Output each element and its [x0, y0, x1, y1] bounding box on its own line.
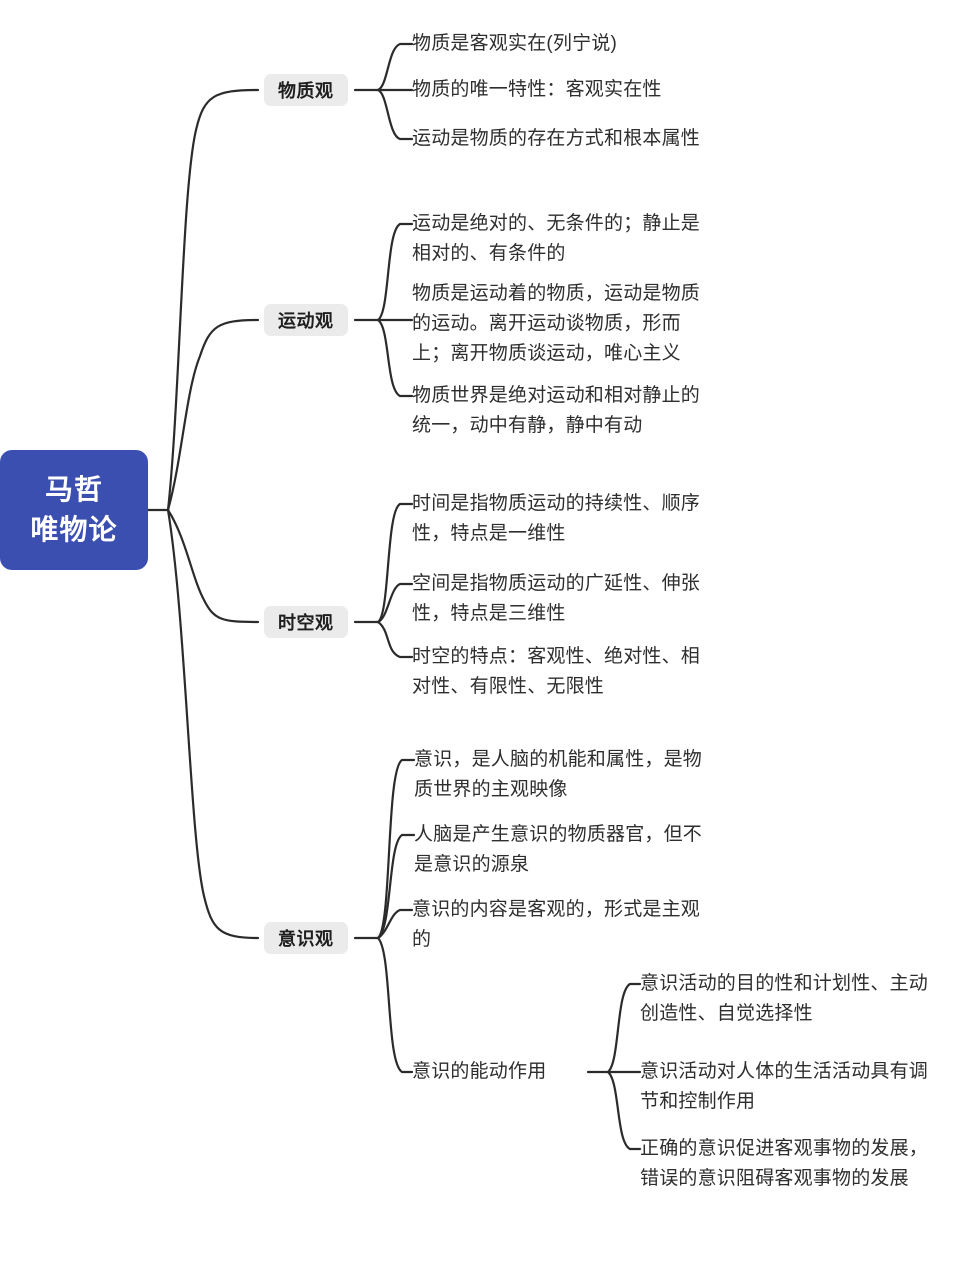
yishiguan-leaf-3-edge: [376, 908, 414, 940]
branch-chip-shikongguan[interactable]: 时空观: [264, 606, 348, 638]
branch-chip-shikongguan-label: 时空观: [278, 613, 334, 633]
wuzhiguan-leaf-1-edge: [376, 42, 414, 92]
branch-chip-yishiguan-label: 意识观: [278, 929, 334, 949]
branch-chip-wuzhiguan[interactable]: 物质观: [264, 74, 348, 106]
leaf-wuzhiguan-2[interactable]: 物质的唯一特性：客观实在性: [412, 79, 662, 100]
leaf-yishiguan-4-nengdong[interactable]: 意识的能动作用: [412, 1061, 547, 1082]
leaf-shikongguan-1[interactable]: 时间是指物质运动的持续性、顺序 性，特点是一维性: [412, 493, 701, 544]
root-node[interactable]: 马哲 唯物论: [0, 450, 148, 570]
leaf-yishiguan-1[interactable]: 意识，是人脑的机能和属性，是物 质世界的主观映像: [414, 749, 703, 800]
leaf-nengdong-2[interactable]: 意识活动对人体的生活活动具有调 节和控制作用: [640, 1061, 929, 1112]
root-node-line2: 唯物论: [30, 514, 118, 545]
leaf-wuzhiguan-1[interactable]: 物质是客观实在(列宁说): [412, 33, 618, 54]
yishiguan-leaf-2-edge: [376, 833, 416, 940]
leaf-yishiguan-2[interactable]: 人脑是产生意识的物质器官，但不 是意识的源泉: [414, 824, 703, 875]
branch-chip-wuzhiguan-label: 物质观: [278, 81, 334, 101]
root-node-line1: 马哲: [44, 474, 103, 506]
nengdong-leaf-1-edge: [606, 982, 642, 1074]
leaf-wuzhiguan-3[interactable]: 运动是物质的存在方式和根本属性: [412, 128, 701, 149]
leaf-yundongguan-3[interactable]: 物质世界是绝对运动和相对静止的 统一，动中有静，静中有动: [412, 385, 701, 436]
leaf-yundongguan-1[interactable]: 运动是绝对的、无条件的；静止是 相对的、有条件的: [412, 213, 701, 264]
leaf-yundongguan-2[interactable]: 物质是运动着的物质，运动是物质 的运动。离开运动谈物质，形而 上；离开物质谈运动…: [412, 283, 701, 364]
leaf-nengdong-1[interactable]: 意识活动的目的性和计划性、主动 创造性、自觉选择性: [640, 973, 929, 1024]
yishiguan-leaf-1-edge: [376, 758, 416, 940]
leaf-shikongguan-3[interactable]: 时空的特点：客观性、绝对性、相 对性、有限性、无限性: [412, 646, 701, 697]
yundongguan-leaf-3-edge: [376, 318, 414, 398]
leaf-nengdong-3[interactable]: 正确的意识促进客观事物的发展， 错误的意识阻碍客观事物的发展: [640, 1138, 929, 1189]
root-to-yundongguan: [166, 318, 260, 512]
nengdong-leaf-3-edge: [606, 1070, 642, 1151]
shikongguan-leaf-1-edge: [376, 502, 414, 624]
branch-chip-yishiguan[interactable]: 意识观: [264, 922, 348, 954]
root-to-shikongguan: [166, 508, 260, 624]
root-to-wuzhiguan: [166, 88, 260, 512]
yishiguan-leaf-4-edge: [376, 936, 414, 1074]
branch-chip-yundongguan[interactable]: 运动观: [264, 304, 348, 336]
leaf-yishiguan-3[interactable]: 意识的内容是客观的，形式是主观 的: [412, 899, 701, 950]
leaf-shikongguan-2[interactable]: 空间是指物质运动的广延性、伸张 性，特点是三维性: [412, 573, 701, 624]
shikongguan-leaf-2-edge: [376, 582, 414, 624]
wuzhiguan-leaf-3-edge: [376, 88, 414, 141]
branch-chip-yundongguan-label: 运动观: [278, 311, 334, 331]
yundongguan-leaf-1-edge: [376, 222, 414, 322]
shikongguan-leaf-3-edge: [376, 620, 414, 659]
root-to-yishiguan: [166, 508, 260, 940]
